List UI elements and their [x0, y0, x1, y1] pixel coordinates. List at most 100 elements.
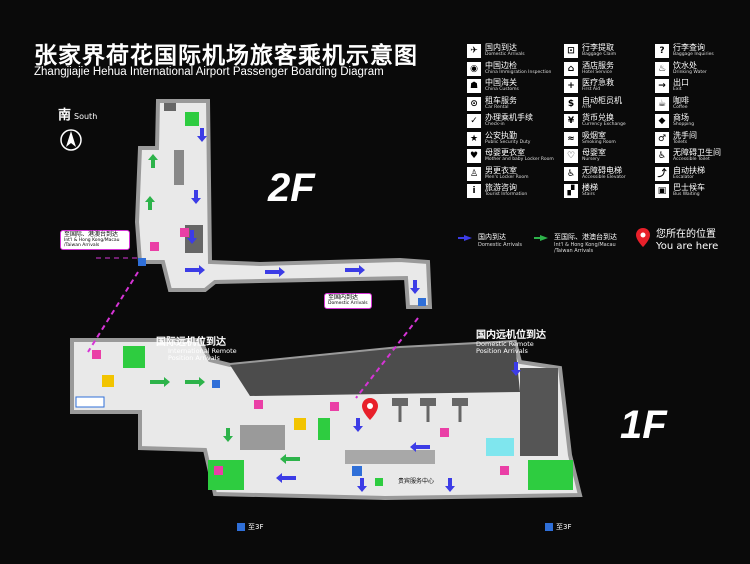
green-arrow — [185, 377, 205, 387]
blue-arrow — [445, 478, 455, 492]
legend-item-cn: 吸烟室 — [582, 130, 606, 140]
customs-icon — [294, 418, 306, 430]
legend-item-cn: 医疗急救 — [582, 78, 614, 87]
blue-arrow — [197, 128, 207, 142]
legend-item-cn: 男更衣室 — [485, 165, 517, 175]
legend-item-cn: 饮水处 — [673, 60, 697, 70]
legend-item-en: Nursery — [582, 157, 600, 162]
page-title: 张家界荷花国际机场旅客乘机示意图 — [34, 43, 418, 69]
1f-baggage-belt-b — [420, 398, 436, 406]
callout-intl-arrivals: 至国际、港澳台到达 Int'l & Hong Kong/Macau /Taiwa… — [60, 230, 130, 251]
legend-item-cn: 出口 — [673, 78, 689, 87]
compass-icon — [60, 129, 82, 151]
area-dom-remote-en: Domestic Remote Position Arrivals — [476, 340, 534, 356]
legend-item-cn: 楼梯 — [582, 183, 598, 192]
legend-item-cn: 咖啡 — [673, 95, 689, 105]
tourist-info-icon: i — [467, 184, 481, 198]
legend-item-cn: 商场 — [673, 113, 689, 122]
arrow-legend-international: 至国际、港澳台到达 Int'l & Hong Kong/Macau /Taiwa… — [554, 232, 634, 254]
currency-exchange-icon: ¥ — [564, 114, 578, 128]
toilet-icon — [150, 242, 159, 251]
legend-item-en: Men's Locker Room — [485, 174, 529, 180]
info-icon — [352, 466, 362, 476]
2f-dark-block-2 — [164, 103, 176, 111]
you-are-here-en: You are here — [656, 240, 719, 252]
locker-room-icon: ♙ — [467, 166, 481, 181]
arrow-legend-marks — [458, 235, 548, 241]
toilet-icon: ♂ — [655, 131, 669, 146]
blue-arrow — [511, 362, 521, 376]
green-arrow — [280, 454, 300, 464]
1f-grey-block-a — [240, 425, 285, 450]
exit-icon — [375, 478, 383, 486]
2f-green-room — [185, 112, 199, 126]
arrival-icon: ✈ — [467, 44, 481, 58]
legend-item-cn: 自动柜员机 — [582, 95, 622, 105]
toilet-icon — [180, 228, 189, 237]
domestic-arrows — [185, 128, 521, 492]
service-center-label: 贵宾服务中心 — [398, 478, 435, 485]
baby-care-icon: ♥ — [467, 149, 481, 163]
legend-item-cn: 巴士候车 — [673, 183, 705, 192]
blue-arrow — [276, 473, 296, 483]
international-arrows — [145, 154, 300, 464]
border-inspection-icon: ◉ — [467, 61, 481, 76]
legend-item-en: Accessible Toilet — [673, 157, 710, 162]
compass-cn: 南 — [58, 108, 72, 123]
check-in-icon: ✓ — [467, 114, 481, 128]
atm-icon: $ — [564, 96, 578, 111]
compass-en: South — [74, 112, 98, 121]
1f-green-room-b — [208, 460, 244, 490]
2f-corridor — [134, 99, 433, 309]
escalator-icon: ⤴ — [655, 166, 669, 181]
arrow-legend-intl-cn: 至国际、港澳台到达 — [554, 233, 617, 241]
2f-dark-strip — [174, 150, 184, 185]
legend-item-en: Baggage Inquiries — [673, 52, 714, 57]
nursery-icon: ♡ — [564, 149, 578, 163]
legend-item-en: Car Rental — [485, 104, 509, 110]
baggage-claim-icon: ⊡ — [564, 44, 578, 58]
legend-item-cn: 中国海关 — [485, 78, 517, 87]
legend-item-en: China Immigration Inspection — [485, 69, 552, 75]
1f-info-board — [75, 396, 105, 408]
legend-item-en: Tourist Information — [485, 192, 528, 197]
toilet-icon — [440, 428, 449, 437]
arrow-legend-domestic: 国内到达 Domestic Arrivals — [478, 232, 522, 248]
1f-grey-block-b — [520, 368, 558, 456]
escalator-icon — [237, 523, 245, 531]
legend-item-en: Check-in — [485, 122, 505, 127]
connector-dom — [355, 317, 419, 399]
blue-arrow — [353, 418, 363, 432]
legend-item-en: ATM — [582, 104, 592, 110]
page-subtitle: Zhangjiajie Hehua International Airport … — [34, 66, 384, 78]
green-arrow — [148, 154, 158, 168]
blue-arrow — [357, 478, 367, 492]
area-label-intl-remote: 国际远机位到达 International Remote Position Ar… — [156, 333, 263, 362]
1f-baggage-belt-c — [452, 398, 468, 406]
